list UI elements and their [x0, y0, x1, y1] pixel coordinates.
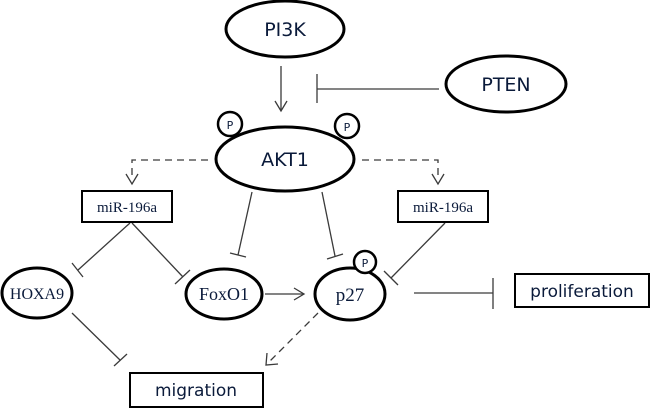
node-p27-label: p27 — [336, 285, 365, 306]
edge-mir196a-left-inhibits-hoxa9 — [71, 222, 131, 278]
node-migration: migration — [129, 372, 264, 408]
node-pten-label: PTEN — [481, 74, 530, 96]
node-mir196a-right: miR-196a — [397, 190, 489, 223]
node-proliferation: proliferation — [514, 273, 650, 308]
node-hoxa9: HOXA9 — [0, 266, 74, 320]
edge-pten-inhibits-pi3k-akt1 — [316, 74, 439, 103]
node-p27: p27 P — [313, 249, 387, 322]
phospho-badge-akt1-right: P — [333, 112, 361, 140]
edge-p27-inhibits-proliferation — [414, 278, 494, 309]
edge-hoxa9-inhibits-migration — [71, 312, 128, 367]
node-foxo1: FoxO1 — [184, 267, 264, 321]
edge-pi3k-to-akt1 — [274, 66, 288, 113]
node-akt1-label: AKT1 — [261, 149, 309, 171]
node-hoxa9-label: HOXA9 — [10, 286, 64, 303]
phospho-label: P — [344, 121, 351, 134]
node-mir196a-left-label: miR-196a — [97, 200, 157, 216]
phospho-badge-p27: P — [352, 249, 378, 275]
node-proliferation-label: proliferation — [530, 282, 634, 302]
phospho-label: P — [227, 119, 234, 132]
edge-mir196a-left-inhibits-foxo1 — [131, 222, 191, 285]
node-pten: PTEN — [444, 54, 568, 114]
node-akt1: AKT1 P P — [214, 110, 361, 193]
node-pi3k-label: PI3K — [264, 19, 306, 41]
node-mir196a-right-label: miR-196a — [413, 200, 473, 216]
edge-akt1-to-mir196a-right — [362, 159, 445, 186]
node-mir196a-left: miR-196a — [81, 190, 173, 223]
node-foxo1-label: FoxO1 — [199, 284, 249, 304]
phospho-badge-akt1-left: P — [216, 110, 244, 138]
edge-akt1-inhibits-p27 — [321, 191, 344, 260]
node-migration-label: migration — [155, 381, 237, 401]
edge-foxo1-to-p27 — [265, 287, 306, 301]
edge-mir196a-right-inhibits-p27 — [383, 222, 446, 286]
phospho-label: P — [362, 257, 369, 270]
edge-akt1-inhibits-foxo1 — [229, 191, 253, 258]
node-pi3k: PI3K — [224, 0, 346, 59]
edge-p27-to-migration — [265, 312, 319, 366]
edge-akt1-to-mir196a-left — [125, 159, 208, 186]
